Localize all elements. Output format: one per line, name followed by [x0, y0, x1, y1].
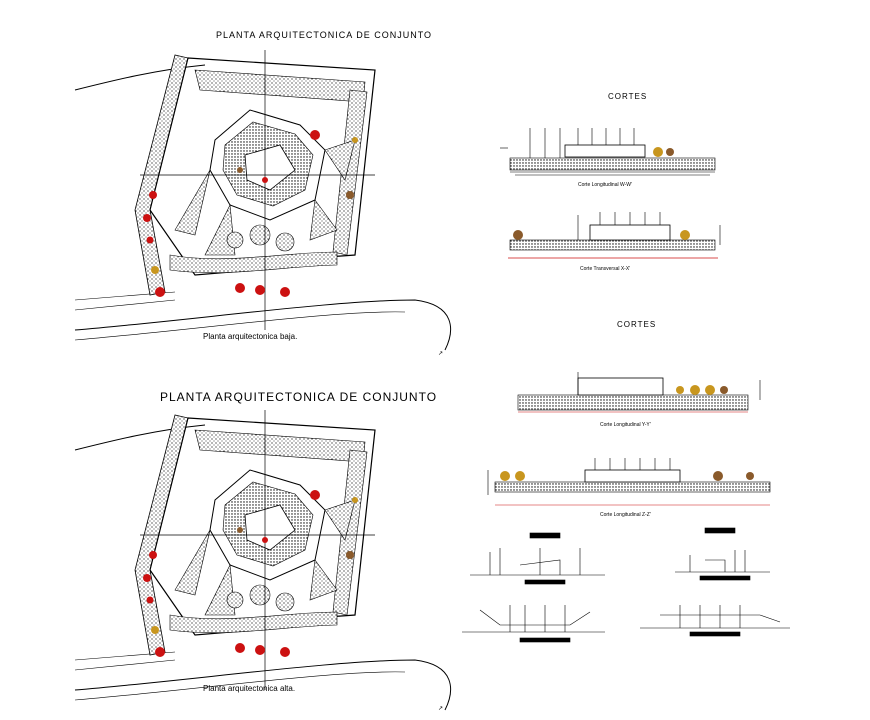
section-label-y: Corte Longitudinal Y-Y' — [600, 422, 651, 428]
section-label-x: Corte Transversal X-X' — [580, 266, 631, 272]
elevation-2 — [675, 527, 770, 581]
section-label-w: Corte Longitudinal W-W' — [578, 182, 632, 188]
elevation-1 — [470, 532, 605, 585]
section-z — [487, 458, 771, 506]
section-x — [508, 212, 721, 259]
plan-top-caption: Planta arquitectonica baja. — [203, 332, 298, 341]
plan-top-title: PLANTA ARQUITECTONICA DE CONJUNTO — [216, 30, 433, 40]
elevation-4 — [640, 605, 790, 637]
north-arrow-icon: ↗ ↗ — [438, 351, 443, 712]
cortes-title-1: CORTES — [608, 92, 648, 101]
elevation-3 — [462, 605, 605, 643]
svg-text:↗: ↗ — [438, 351, 443, 357]
section-y — [517, 372, 761, 413]
section-label-z: Corte Longitudinal Z-Z' — [600, 512, 651, 518]
section-w — [500, 128, 716, 176]
svg-text:↗: ↗ — [438, 706, 443, 712]
plan-bottom-title: PLANTA ARQUITECTONICA DE CONJUNTO — [160, 390, 438, 404]
cortes-title-2: CORTES — [617, 320, 657, 329]
plan-bottom-caption: Planta arquitectonica alta. — [203, 684, 296, 693]
